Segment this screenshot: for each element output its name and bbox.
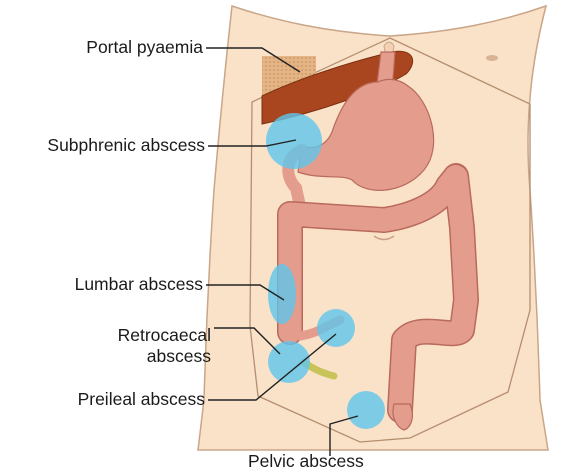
label-portal-pyaemia: Portal pyaemia bbox=[86, 37, 203, 58]
label-subphrenic-abscess: Subphrenic abscess bbox=[47, 135, 205, 156]
label-pelvic-abscess: Pelvic abscess bbox=[248, 451, 364, 472]
label-lumbar-abscess: Lumbar abscess bbox=[75, 274, 203, 295]
retrocaecal-abscess-marker bbox=[317, 309, 355, 347]
label-retrocaecal-line1: Retrocaecal bbox=[118, 325, 211, 346]
lumbar-abscess-marker bbox=[268, 264, 296, 324]
pelvic-abscess-marker bbox=[347, 391, 385, 429]
label-preileal-abscess: Preileal abscess bbox=[78, 389, 205, 410]
nipple-mark bbox=[486, 55, 498, 61]
label-retrocaecal-line2: abscess bbox=[147, 346, 211, 367]
preileal-abscess-marker bbox=[268, 341, 310, 383]
